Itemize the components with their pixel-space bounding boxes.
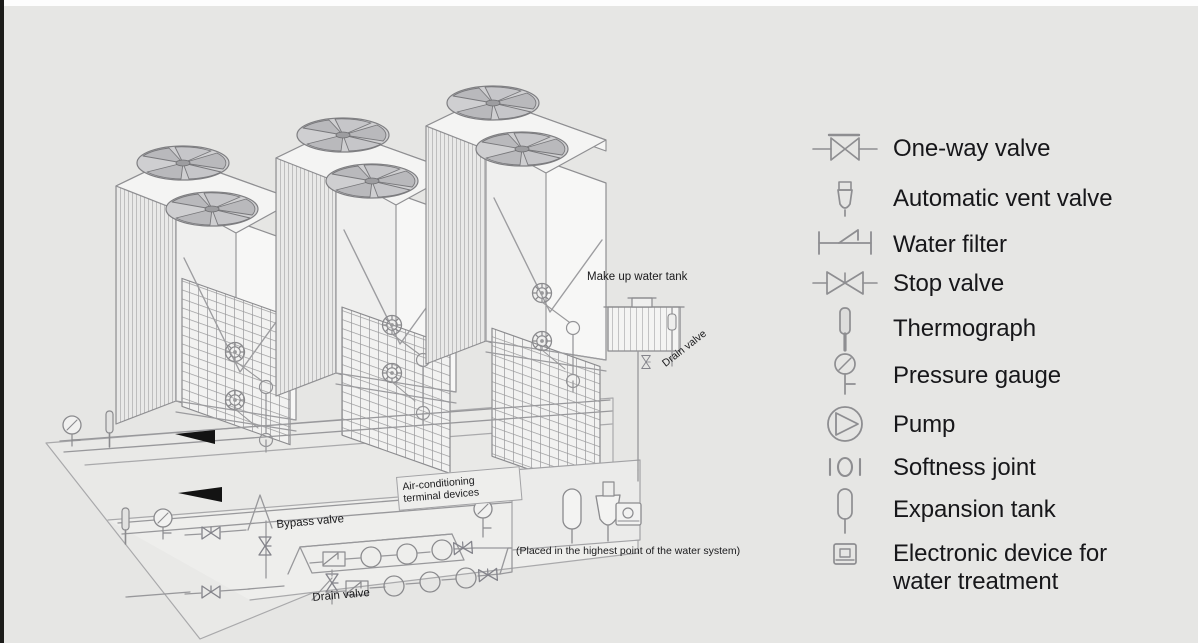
make-up-water-tank bbox=[603, 297, 685, 471]
supply-header-instruments bbox=[62, 410, 114, 448]
legend-label-water-filter: Water filter bbox=[893, 231, 1007, 258]
platform-outline bbox=[45, 397, 639, 640]
return-header-instruments bbox=[121, 507, 173, 545]
terminal-device bbox=[419, 571, 441, 593]
terminal-device bbox=[431, 539, 453, 561]
terminal-device bbox=[396, 543, 418, 565]
legend-label-expansion-tank: Expansion tank bbox=[893, 496, 1056, 523]
terminal-device bbox=[360, 546, 382, 568]
flow-arrows bbox=[175, 430, 222, 502]
bypass-branch bbox=[247, 494, 285, 590]
terminal-device-loop-lower bbox=[311, 577, 333, 601]
legend-label-stop-valve: Stop valve bbox=[893, 270, 1005, 297]
electronic-water-treatment-device bbox=[615, 502, 642, 526]
terminal-device bbox=[383, 575, 405, 597]
legend-label-thermograph: Thermograph bbox=[893, 315, 1036, 342]
legend-label-electronic-water-treatment: Electronic device for water treatment bbox=[893, 540, 1107, 596]
legend-label-pump: Pump bbox=[893, 411, 956, 438]
expansion-tank-device bbox=[562, 488, 582, 544]
terminal-row-upper bbox=[309, 539, 475, 568]
automatic-vent-valve-device bbox=[595, 481, 621, 542]
label-make-up-water-tank: Make up water tank bbox=[587, 271, 688, 283]
top-white-strip bbox=[4, 0, 1198, 6]
terminal-row-lower bbox=[329, 547, 513, 597]
legend-label-one-way-valve: One-way valve bbox=[893, 135, 1051, 162]
legend-label-automatic-vent-valve: Automatic vent valve bbox=[893, 185, 1113, 212]
legend-label-softness-joint: Softness joint bbox=[893, 454, 1036, 481]
terminal-device-loop-upper bbox=[287, 533, 465, 575]
terminal-device bbox=[455, 567, 477, 589]
label-highest-point-note: (Placed in the highest point of the wate… bbox=[516, 545, 741, 557]
legend-label-pressure-gauge: Pressure gauge bbox=[893, 362, 1062, 389]
left-edge-border bbox=[0, 0, 4, 643]
